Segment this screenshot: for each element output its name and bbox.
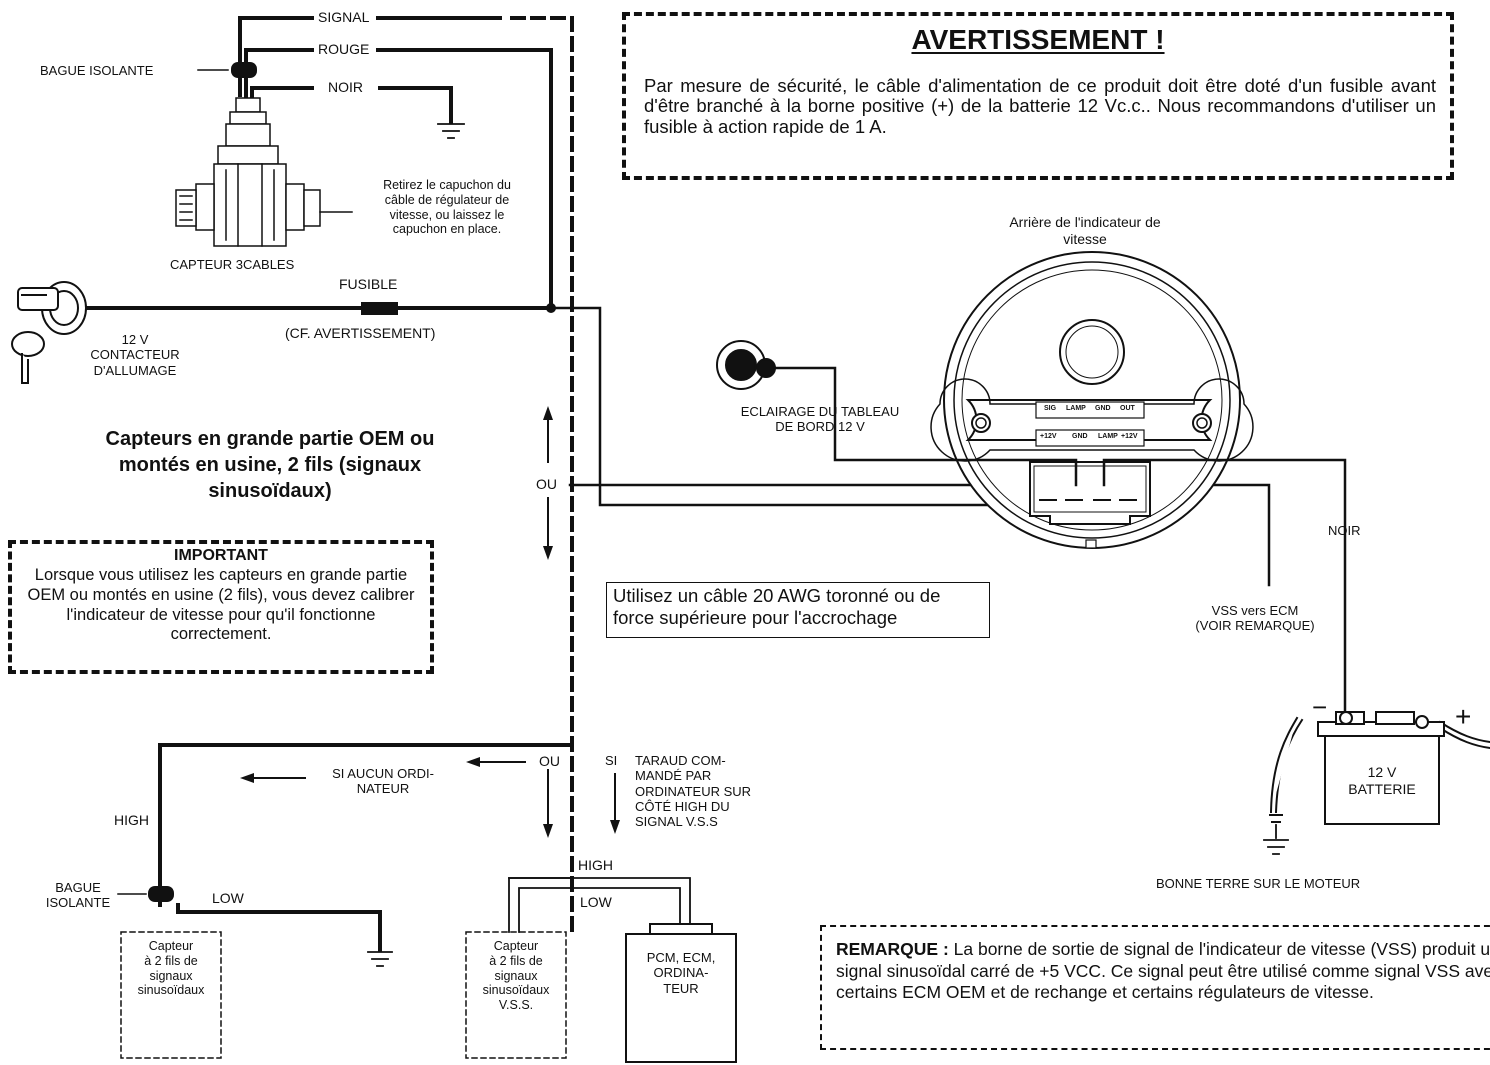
important-text: Lorsque vous utilisez les capteurs en gr… bbox=[27, 566, 415, 644]
high-label-right: HIGH bbox=[578, 857, 613, 873]
ground-symbol-top bbox=[437, 123, 465, 139]
signal-label: SIGNAL bbox=[318, 9, 370, 25]
important-box: IMPORTANT Lorsque vous utilisez les capt… bbox=[8, 540, 434, 674]
battery-label: 12 V BATTERIE bbox=[1348, 764, 1416, 797]
ou-line-to-gauge bbox=[568, 483, 1271, 587]
wire-gauge-note: Utilisez un câble 20 AWG toronné ou de f… bbox=[606, 582, 990, 638]
important-title: IMPORTANT bbox=[174, 547, 268, 564]
sensor-3-wire-body bbox=[175, 97, 353, 247]
pcm-box bbox=[625, 923, 737, 1063]
sensor-a-label: Capteur à 2 fils de signaux sinusoïdaux bbox=[137, 939, 205, 998]
gauge-caption: Arrière de l'indicateur de vitesse bbox=[1009, 214, 1161, 247]
gauge-back bbox=[930, 251, 1254, 549]
fuse bbox=[361, 302, 398, 315]
sensor-b-box bbox=[465, 931, 567, 1059]
ground-symbol-lower bbox=[367, 951, 393, 967]
dash-lamp-label: ECLAIRAGE DU TABLEAU DE BORD 12 V bbox=[740, 404, 900, 435]
grommet-lower bbox=[117, 886, 174, 902]
vss-label: VSS vers ECM (VOIR REMARQUE) bbox=[1195, 603, 1315, 634]
computer-tap-label: TARAUD COM- MANDÉ PAR ORDINATEUR SUR CÔT… bbox=[635, 753, 752, 830]
arrows-lower bbox=[240, 757, 620, 838]
signal-dashed-wire bbox=[510, 16, 574, 932]
si-label: SI bbox=[605, 753, 618, 768]
three-wire-cables bbox=[238, 16, 553, 308]
black-label: NOIR bbox=[328, 79, 363, 95]
lamp-bulb-icon bbox=[716, 340, 776, 390]
ou-arrows-middle bbox=[543, 406, 553, 560]
sensor-3-wire-label: CAPTEUR 3CABLES bbox=[170, 257, 295, 272]
high-wire-left bbox=[158, 743, 574, 907]
high-label-left: HIGH bbox=[114, 812, 149, 828]
lamp-wire bbox=[770, 366, 1078, 487]
fuse-note-label: (CF. AVERTISSEMENT) bbox=[285, 325, 436, 341]
grommet-label-lower: BAGUE ISOLANTE bbox=[45, 880, 111, 911]
grommet-label-top: BAGUE ISOLANTE bbox=[40, 63, 154, 78]
warning-text: Par mesure de sécurité, le câble d'alime… bbox=[644, 75, 1436, 137]
or-label-lower: OU bbox=[539, 753, 560, 769]
ignition-label: 12 V CONTACTEUR D'ALLUMAGE bbox=[90, 332, 180, 378]
battery-plus: + bbox=[1455, 701, 1472, 732]
sensor-cap-note: Retirez le capuchon du câble de régulate… bbox=[383, 178, 511, 237]
black-wire-label: NOIR bbox=[1328, 523, 1361, 538]
remark-label: REMARQUE : bbox=[836, 939, 949, 959]
warning-title: AVERTISSEMENT ! bbox=[911, 24, 1165, 55]
high-low-pair bbox=[508, 877, 691, 933]
sensor-b-label: Capteur à 2 fils de signaux sinusoïdaux … bbox=[482, 939, 550, 1012]
low-label-right: LOW bbox=[580, 894, 612, 910]
gnd-wire bbox=[1102, 458, 1347, 712]
remark-box: REMARQUE : La borne de sortie de signal … bbox=[820, 925, 1490, 1050]
grommet-top bbox=[197, 62, 257, 78]
pcm-label: PCM, ECM, ORDINA- TEUR bbox=[646, 950, 716, 996]
low-wire-left bbox=[176, 903, 382, 952]
engine-ground-label: BONNE TERRE SUR LE MOTEUR bbox=[1156, 876, 1361, 891]
ground-symbol-battery bbox=[1263, 824, 1289, 855]
ignition-switch-icon bbox=[11, 281, 87, 384]
low-label-left: LOW bbox=[212, 890, 244, 906]
remark-text: La borne de sortie de signal de l'indica… bbox=[836, 939, 1490, 1003]
red-label: ROUGE bbox=[318, 41, 370, 57]
battery-minus: − bbox=[1312, 692, 1328, 722]
warning-box: AVERTISSEMENT ! Par mesure de sécurité, … bbox=[622, 12, 1454, 180]
fuse-label: FUSIBLE bbox=[339, 276, 398, 292]
or-label-middle: OU bbox=[536, 476, 557, 492]
battery-icon bbox=[1269, 711, 1490, 825]
sensor-a-box bbox=[120, 931, 222, 1059]
oem-sensors-title: Capteurs en grande partie OEM ou montés … bbox=[105, 428, 435, 502]
no-computer-label: SI AUCUN ORDI- NATEUR bbox=[332, 766, 434, 797]
